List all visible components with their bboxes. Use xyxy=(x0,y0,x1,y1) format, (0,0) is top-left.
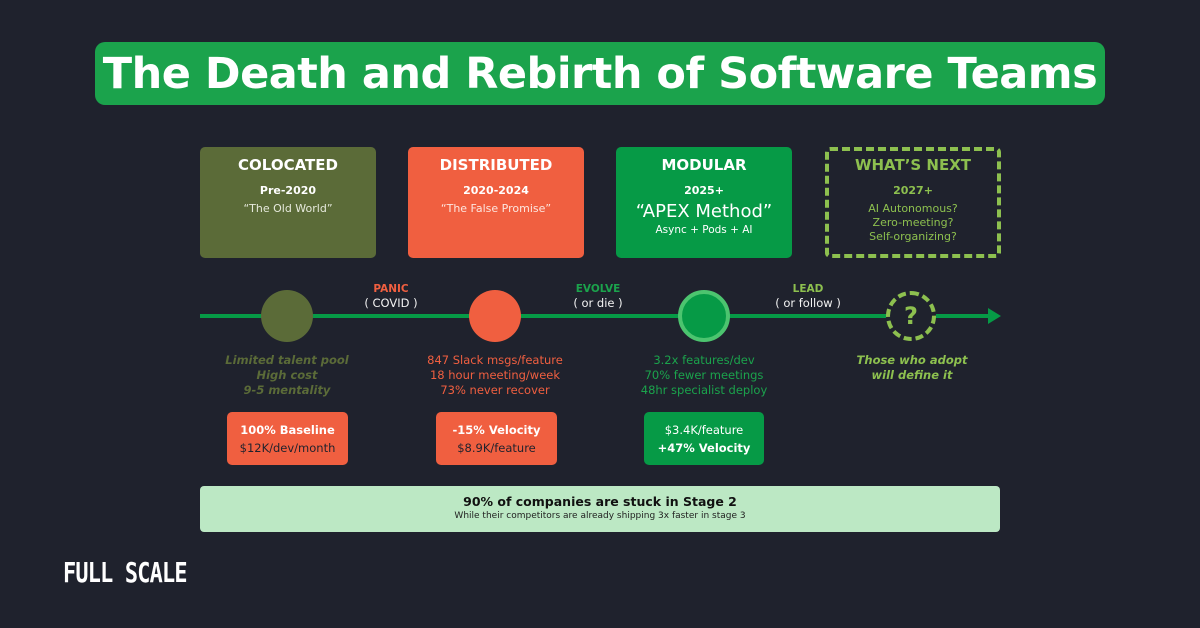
description-distributed: 847 Slack msgs/feature 18 hour meeting/w… xyxy=(395,353,595,398)
transition-note: ( or die ) xyxy=(573,296,623,310)
stage-card-distributed: DISTRIBUTED 2020-2024 “The False Promise… xyxy=(408,147,584,258)
stage-name: WHAT’S NEXT xyxy=(854,156,972,174)
page-title: The Death and Rebirth of Software Teams xyxy=(102,48,1098,99)
question-line: AI Autonomous? xyxy=(868,202,958,215)
transition-label: EVOLVE xyxy=(575,283,621,295)
question-mark-glyph: ? xyxy=(904,302,918,330)
metric-box-distributed: -15% Velocity $8.9K/feature xyxy=(436,412,557,465)
description-line: Those who adopt xyxy=(856,353,968,367)
stage-tagline: “The Old World” xyxy=(243,202,333,215)
stage-card-colocated: COLOCATED Pre-2020 “The Old World” xyxy=(200,147,376,258)
stage-period: 2020-2024 xyxy=(463,184,529,197)
description-line: 847 Slack msgs/feature xyxy=(427,353,563,367)
transition-note: ( or follow ) xyxy=(775,296,841,310)
callout-banner: 90% of companies are stuck in Stage 2 Wh… xyxy=(200,486,1000,532)
transition-label: LEAD xyxy=(792,283,824,295)
stage-detail: Async + Pods + AI xyxy=(655,224,753,236)
stage-period: Pre-2020 xyxy=(259,184,317,197)
description-line: 3.2x features/dev xyxy=(653,353,755,367)
stage-period: 2027+ xyxy=(893,184,933,197)
transition-note: ( COVID ) xyxy=(364,296,418,310)
stage-name: DISTRIBUTED xyxy=(439,156,553,174)
description-line: 70% fewer meetings xyxy=(644,368,764,382)
description-line: High cost xyxy=(256,368,318,382)
transition-evolve: EVOLVE ( or die ) xyxy=(548,283,648,310)
title-banner: The Death and Rebirth of Software Teams xyxy=(95,42,1105,105)
timeline-node-colocated xyxy=(261,290,313,342)
description-whats-next: Those who adopt will define it xyxy=(812,353,1012,383)
description-line: 73% never recover xyxy=(440,383,550,397)
stage-questions: AI Autonomous? Zero-meeting? Self-organi… xyxy=(829,202,997,244)
transition-panic: PANIC ( COVID ) xyxy=(341,283,441,310)
timeline-node-distributed xyxy=(469,290,521,342)
metric-box-modular: $3.4K/feature +47% Velocity xyxy=(644,412,764,465)
question-mark-icon: ? xyxy=(886,291,936,341)
description-modular: 3.2x features/dev 70% fewer meetings 48h… xyxy=(604,353,804,398)
callout-subline: While their competitors are already ship… xyxy=(454,511,746,521)
description-colocated: Limited talent pool High cost 9-5 mental… xyxy=(187,353,387,398)
description-line: Limited talent pool xyxy=(225,353,349,367)
description-line: 48hr specialist deploy xyxy=(640,383,768,397)
description-line: 9-5 mentality xyxy=(243,383,331,397)
stage-card-modular: MODULAR 2025+ “APEX Method” Async + Pods… xyxy=(616,147,792,258)
stage-name: MODULAR xyxy=(661,156,747,174)
metric-value: $3.4K/feature xyxy=(664,423,744,437)
metric-value: $12K/dev/month xyxy=(239,441,336,455)
stage-period: 2025+ xyxy=(684,184,724,197)
metric-headline: -15% Velocity xyxy=(452,423,541,437)
metric-value: $8.9K/feature xyxy=(457,441,536,455)
stage-name: COLOCATED xyxy=(238,156,338,174)
callout-headline: 90% of companies are stuck in Stage 2 xyxy=(463,494,737,509)
transition-label: PANIC xyxy=(373,283,409,295)
timeline-line xyxy=(200,314,990,318)
timeline-node-modular xyxy=(678,290,730,342)
brand-logo: FULL SCALE xyxy=(63,556,187,589)
question-line: Self-organizing? xyxy=(869,230,957,243)
description-line: 18 hour meeting/week xyxy=(429,368,561,382)
stage-tagline: “The False Promise” xyxy=(440,202,552,215)
transition-lead: LEAD ( or follow ) xyxy=(758,283,858,310)
metric-headline: +47% Velocity xyxy=(657,441,751,455)
stage-tagline: “APEX Method” xyxy=(635,201,773,222)
metric-box-colocated: 100% Baseline $12K/dev/month xyxy=(227,412,348,465)
stage-card-whats-next: WHAT’S NEXT 2027+ AI Autonomous? Zero-me… xyxy=(825,147,1001,258)
arrow-right-icon xyxy=(988,308,1001,324)
metric-headline: 100% Baseline xyxy=(240,423,335,437)
question-line: Zero-meeting? xyxy=(872,216,954,229)
description-line: will define it xyxy=(871,368,953,382)
